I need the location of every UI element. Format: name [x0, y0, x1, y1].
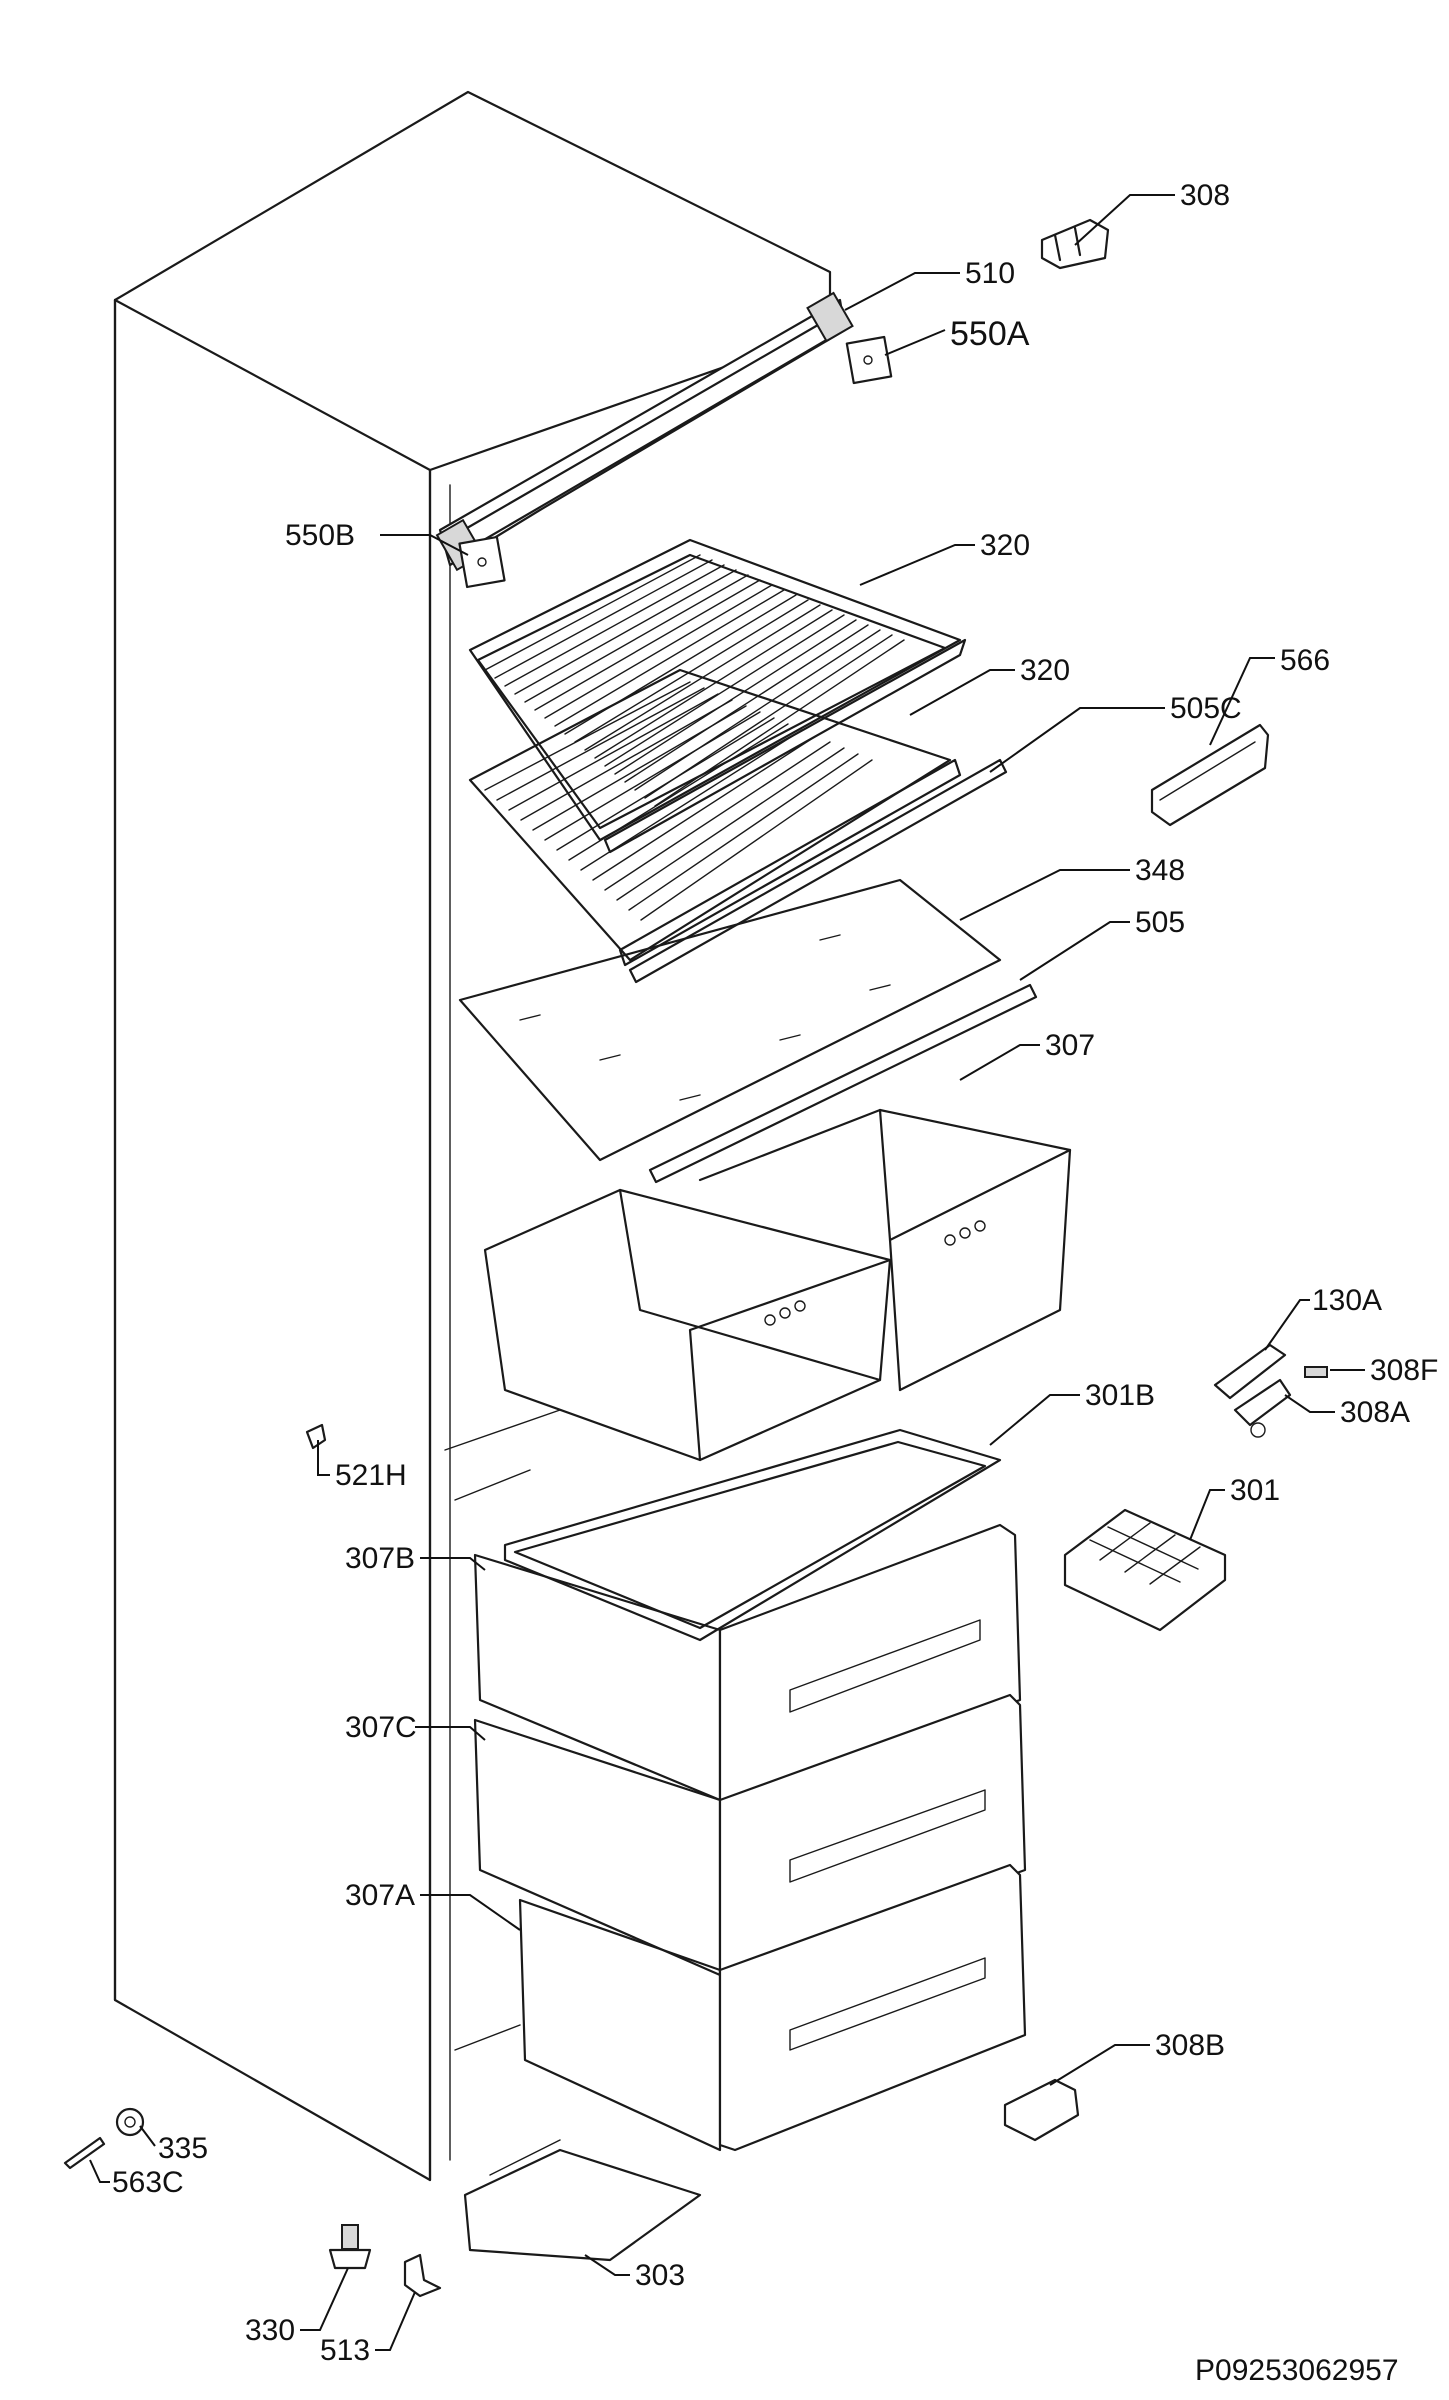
label-301: 301 [1230, 1474, 1280, 1507]
part-513-clip [403, 2253, 442, 2298]
part-307a-freezer-drawer [518, 1863, 1027, 2152]
part-320-wire-shelf-lower [468, 668, 962, 967]
part-550b-cover [458, 535, 506, 589]
label-320-lower: 320 [1020, 654, 1070, 687]
part-550a-cover [845, 335, 893, 385]
part-130a-hinge-group [1213, 1343, 1328, 1438]
label-505: 505 [1135, 906, 1185, 939]
part-307-crisper-drawers [483, 1108, 1072, 1462]
part-505-trim-strip [648, 983, 1038, 1184]
part-566-holder [1150, 723, 1270, 827]
label-521h: 521H [335, 1459, 407, 1492]
part-320-wire-shelf-upper [468, 538, 967, 854]
leader-lines [89, 194, 1365, 2351]
part-301b-ice-tray-frame [503, 1428, 1002, 1642]
part-301-ice-cube-tray [1063, 1508, 1227, 1632]
part-563c-pin [63, 2136, 106, 2170]
part-521h-screw [305, 1423, 327, 1450]
label-308a: 308A [1340, 1396, 1410, 1429]
part-505c-trim-strip [628, 758, 1008, 984]
label-550a: 550A [950, 315, 1030, 353]
label-308: 308 [1180, 179, 1230, 212]
drawing-reference-number: P09253062957 [1195, 2354, 1399, 2387]
label-307a: 307A [345, 1879, 415, 1912]
label-550b: 550B [285, 519, 355, 552]
label-513: 513 [320, 2334, 370, 2367]
label-563c: 563C [112, 2166, 184, 2199]
label-303: 303 [635, 2259, 685, 2292]
label-510: 510 [965, 257, 1015, 290]
part-303-flap [463, 2139, 702, 2262]
label-301b: 301B [1085, 1379, 1155, 1412]
part-510-door-handle [435, 291, 854, 572]
label-320-upper: 320 [980, 529, 1030, 562]
part-348-glass-shelf [458, 878, 1002, 1162]
label-307: 307 [1045, 1029, 1095, 1062]
label-130a: 130A [1312, 1284, 1382, 1317]
label-335: 335 [158, 2132, 208, 2165]
part-labels: 308 510 550A 550B 320 320 566 505C 348 5… [112, 179, 1438, 2367]
part-330-adjustable-foot [328, 2224, 372, 2270]
part-308b-hinge [1003, 2078, 1080, 2142]
label-307b: 307B [345, 1542, 415, 1575]
label-308b: 308B [1155, 2029, 1225, 2062]
label-505c: 505C [1170, 692, 1242, 725]
label-348: 348 [1135, 854, 1185, 887]
label-307c: 307C [345, 1711, 417, 1744]
label-566: 566 [1280, 644, 1330, 677]
label-308f: 308F [1370, 1354, 1438, 1387]
part-335-foot [115, 2107, 145, 2137]
label-330: 330 [245, 2314, 295, 2347]
